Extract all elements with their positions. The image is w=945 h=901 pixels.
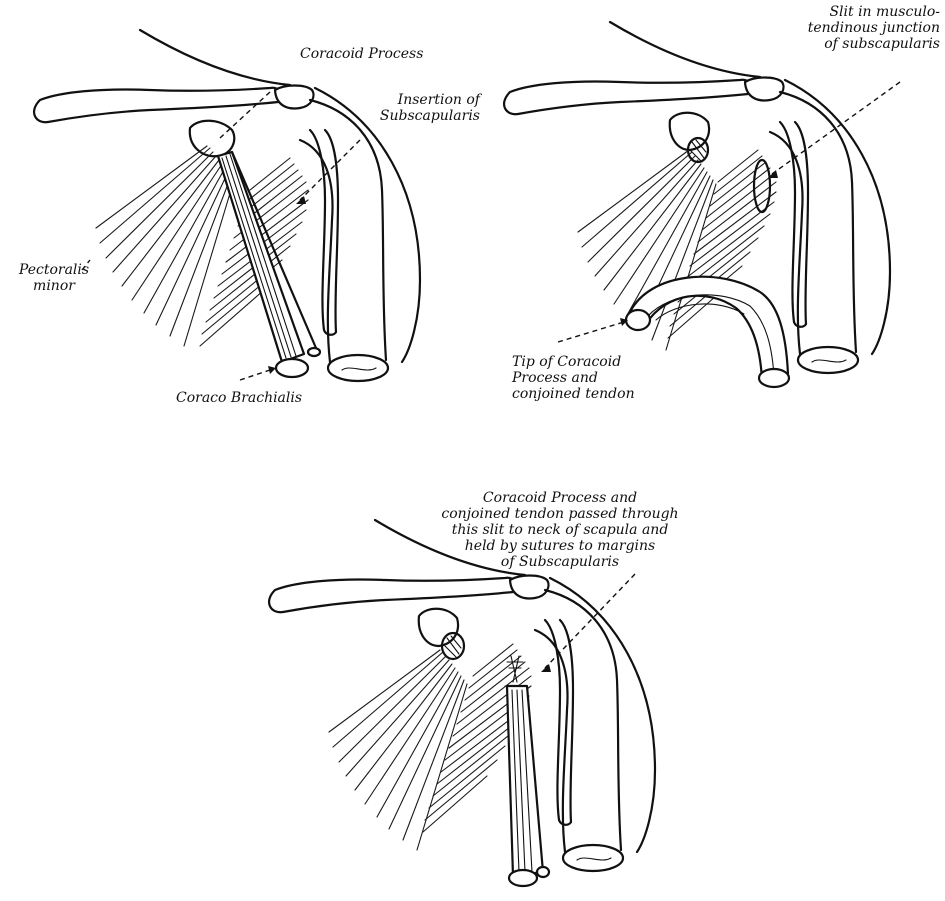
label-tip-line2: Process and (512, 370, 635, 386)
label-coracoid-process: Coracoid Process (300, 46, 423, 62)
panel-normal-anatomy (34, 30, 420, 381)
label-bottom-line1: Coracoid Process and (420, 490, 700, 506)
subscapularis-slit (754, 160, 770, 212)
pectoralis-minor-muscle (329, 650, 467, 850)
label-transfer-description: Coracoid Process and conjoined tendon pa… (420, 490, 700, 570)
label-slit-subscapularis: Slit in musculo- tendinous junction of s… (760, 4, 940, 52)
label-slit-line3: of subscapularis (760, 36, 940, 52)
panel-coracoid-transferred (269, 520, 655, 886)
label-tip-coracoid: Tip of Coracoid Process and conjoined te… (512, 354, 635, 402)
label-insertion-subscapularis: Insertion of Subscapularis (340, 92, 480, 124)
label-bottom-line5: of Subscapularis (420, 554, 700, 570)
label-coraco-brachialis-text: Coraco Brachialis (176, 390, 302, 406)
label-slit-line2: tendinous junction (760, 20, 940, 36)
label-bottom-line4: held by sutures to margins (420, 538, 700, 554)
label-insertion-line1: Insertion of (340, 92, 480, 108)
label-pectoralis-line1: Pectoralis (4, 262, 104, 278)
label-slit-line1: Slit in musculo- (760, 4, 940, 20)
panel-coracoid-detached (504, 22, 900, 387)
label-tip-line1: Tip of Coracoid (512, 354, 635, 370)
label-coracoid-process-text: Coracoid Process (300, 46, 423, 62)
label-pectoralis-minor: Pectoralis minor (4, 262, 104, 294)
coracoid-process (190, 121, 235, 156)
label-bottom-line3: this slit to neck of scapula and (420, 522, 700, 538)
label-pectoralis-line2: minor (4, 278, 104, 294)
label-coraco-brachialis: Coraco Brachialis (176, 390, 302, 406)
label-tip-line3: conjoined tendon (512, 386, 635, 402)
coraco-brachialis-tendon (218, 152, 304, 362)
label-bottom-line2: conjoined tendon passed through (420, 506, 700, 522)
label-insertion-line2: Subscapularis (340, 108, 480, 124)
